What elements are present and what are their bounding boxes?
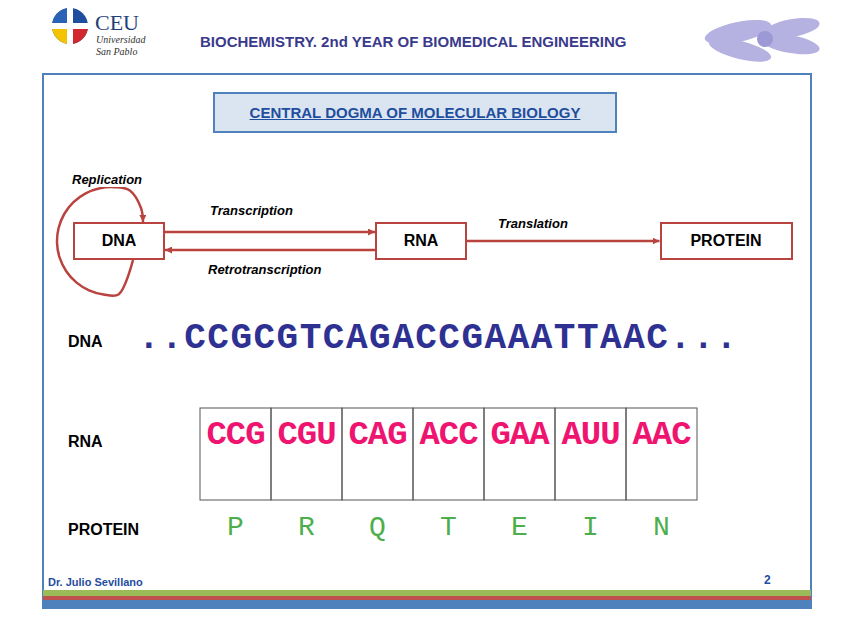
flow-arrow	[165, 231, 375, 234]
connector-label: Retrotranscription	[206, 262, 323, 277]
university-logo	[52, 8, 88, 44]
codon-table	[200, 408, 697, 500]
connector-label: Transcription	[208, 203, 295, 218]
slide-title: CENTRAL DOGMA OF MOLECULAR BIOLOGY	[250, 104, 581, 121]
process-box: DNA	[73, 222, 165, 260]
box-label: PROTEIN	[690, 232, 761, 250]
table-cell-border	[200, 408, 271, 500]
amino-acid-letter: N	[626, 512, 697, 543]
codon-cell: CGU	[271, 416, 342, 454]
row-heading: RNA	[68, 433, 103, 451]
table-cell-border	[413, 408, 484, 500]
table-cell-border	[555, 408, 626, 500]
codon-cell: GAA	[484, 416, 555, 454]
title-box: CENTRAL DOGMA OF MOLECULAR BIOLOGY	[213, 92, 617, 133]
author-name: Dr. Julio Sevillano	[48, 576, 143, 589]
flow-arrow	[165, 249, 375, 252]
table-cell-border	[626, 408, 697, 500]
dna-sequence: ..CCGCGTCAGACCGAAATTAAC...	[138, 318, 739, 359]
amino-acid-letter: R	[271, 512, 342, 543]
process-box: RNA	[375, 222, 467, 260]
amino-acid-letter: I	[555, 512, 626, 543]
amino-acid-letter: Q	[342, 512, 413, 543]
amino-acid-letter: P	[200, 512, 271, 543]
table-cell-border	[484, 408, 555, 500]
footer-bar	[43, 600, 811, 609]
box-label: DNA	[102, 232, 137, 250]
chromosome-picture	[703, 14, 821, 66]
row-heading: PROTEIN	[68, 521, 139, 539]
codon-cell: CAG	[342, 416, 413, 454]
codon-cell: CCG	[200, 416, 271, 454]
footer-bar	[43, 590, 811, 596]
connector-label: Replication	[70, 172, 144, 187]
course-heading: BIOCHEMISTRY. 2nd YEAR OF BIOMEDICAL ENG…	[200, 33, 626, 50]
codon-cell: AAC	[626, 416, 697, 454]
table-cell-border	[271, 408, 342, 500]
footer-bar	[43, 596, 811, 600]
logo-name: CEU	[95, 10, 139, 35]
row-heading: DNA	[68, 333, 103, 351]
amino-acid-letter: T	[413, 512, 484, 543]
table-cell-border	[342, 408, 413, 500]
codon-cell: ACC	[413, 416, 484, 454]
process-box: PROTEIN	[660, 222, 793, 260]
page-number: 2	[764, 574, 771, 588]
university-name: Universidad San Pablo	[96, 34, 162, 57]
codon-cell: AUU	[555, 416, 626, 454]
amino-acid-letter: E	[484, 512, 555, 543]
slide-frame	[43, 74, 811, 608]
connector-label: Translation	[496, 216, 570, 231]
box-label: RNA	[404, 232, 439, 250]
flow-arrow	[467, 240, 660, 243]
